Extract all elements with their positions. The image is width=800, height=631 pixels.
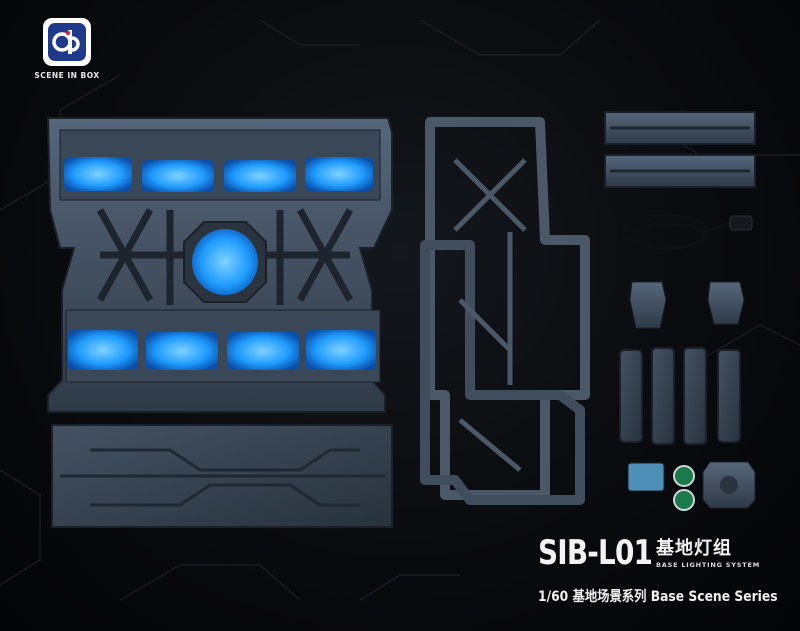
connector-parts	[629, 281, 745, 329]
brand-logo-text: SCENE IN BOX	[34, 71, 100, 80]
light-frame-part	[46, 117, 393, 413]
side-frame-parts	[420, 117, 590, 505]
brand-logo: SCENE IN BOX	[34, 18, 100, 90]
product-code: SIB-L01	[538, 533, 653, 573]
small-panel-parts	[619, 347, 741, 445]
rail-parts	[604, 111, 756, 188]
product-series: 1/60 基地场景系列 Base Scene Series	[538, 589, 778, 605]
product-name-en: BASE LIGHTING SYSTEM	[656, 561, 761, 569]
small-bits-parts	[627, 461, 756, 511]
usb-plug-icon	[729, 215, 753, 231]
product-name-cn: 基地灯组	[656, 538, 732, 559]
floor-plate-part	[51, 424, 393, 528]
usb-cable-part	[621, 214, 736, 250]
sib-logo-icon	[48, 23, 86, 61]
brand-logo-mark	[43, 18, 91, 66]
